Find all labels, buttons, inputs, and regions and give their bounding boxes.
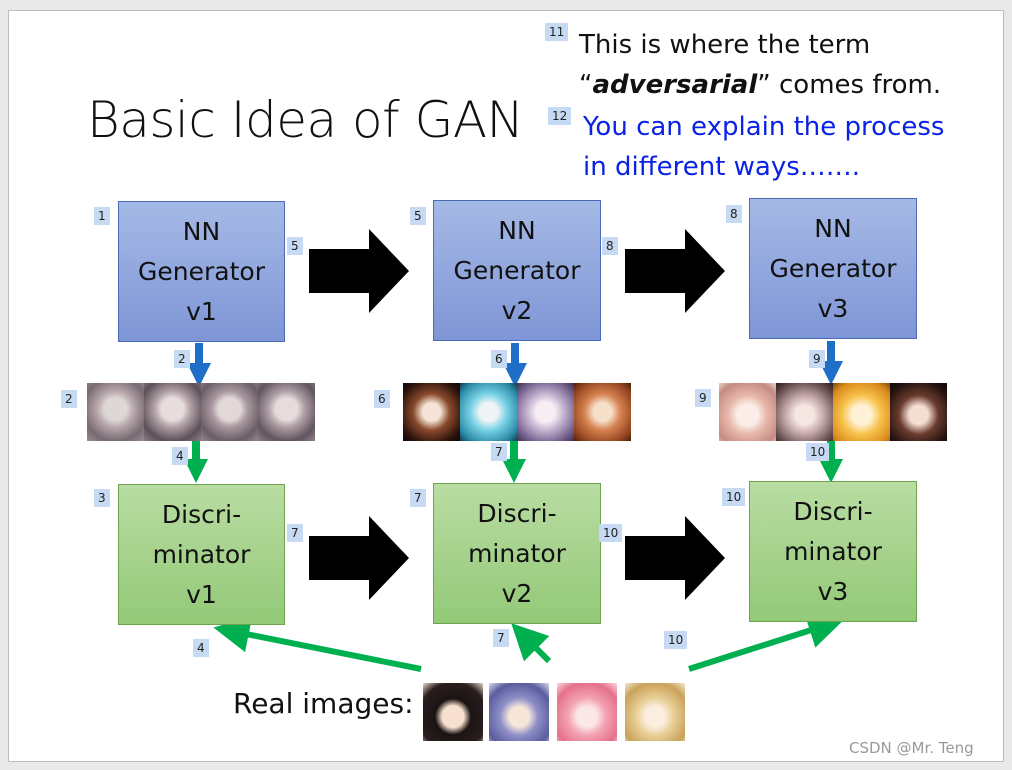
tag-7-d: 7 xyxy=(493,629,509,647)
generator-v2-line1: NN xyxy=(498,211,535,251)
generated-image xyxy=(517,383,574,441)
discriminator-v1: Discri- minator v1 xyxy=(118,484,285,625)
discriminator-v2: Discri- minator v2 xyxy=(433,483,601,624)
tag-7-c: 7 xyxy=(410,489,426,507)
real-image xyxy=(625,683,685,741)
discriminator-v2-line2: minator xyxy=(468,534,566,574)
tag-5-b: 5 xyxy=(410,207,426,225)
tag-1: 1 xyxy=(94,207,110,225)
real-image xyxy=(557,683,617,741)
generated-image xyxy=(574,383,631,441)
generated-image xyxy=(201,383,258,441)
tag-10: 10 xyxy=(806,443,829,461)
tag-10-d: 10 xyxy=(664,631,687,649)
generator-v1: NN Generator v1 xyxy=(118,201,285,342)
discriminator-v1-line2: minator xyxy=(153,535,251,575)
tag-3: 3 xyxy=(94,489,110,507)
tag-12: 12 xyxy=(548,107,571,125)
real-images-label: Real images: xyxy=(233,687,414,720)
generator-v2: NN Generator v2 xyxy=(433,200,601,341)
green-arrow-real-to-dis-1 xyxy=(231,631,421,669)
generator-v3-line2: Generator xyxy=(770,249,897,289)
tag-9: 9 xyxy=(809,350,825,368)
discriminator-v3-line1: Discri- xyxy=(793,492,872,532)
tag-8-b: 8 xyxy=(726,205,742,223)
discriminator-v3: Discri- minator v3 xyxy=(749,481,917,622)
generator-v2-line2: Generator xyxy=(454,251,581,291)
discriminator-v2-line1: Discri- xyxy=(477,494,556,534)
generated-image xyxy=(87,383,144,441)
generated-image xyxy=(890,383,947,441)
generated-image xyxy=(833,383,890,441)
tag-2-b: 2 xyxy=(61,390,77,408)
generator-v2-line3: v2 xyxy=(502,291,533,331)
black-arrow-dis-2-3 xyxy=(625,516,725,600)
tag-6: 6 xyxy=(491,350,507,368)
green-arrow-real-to-dis-3 xyxy=(689,625,827,669)
generator-v1-line2: Generator xyxy=(138,252,265,292)
discriminator-v2-line3: v2 xyxy=(502,574,533,614)
tag-10-c: 10 xyxy=(722,488,745,506)
real-image xyxy=(489,683,549,741)
tag-7-b: 7 xyxy=(287,524,303,542)
generated-images-v1 xyxy=(87,383,315,441)
generator-v3-line1: NN xyxy=(814,209,851,249)
generated-image xyxy=(258,383,315,441)
tag-11: 11 xyxy=(545,23,568,41)
slide: Basic Idea of GAN This is where the term… xyxy=(8,10,1004,762)
discriminator-v3-line3: v3 xyxy=(818,572,849,612)
tag-6-b: 6 xyxy=(374,390,390,408)
generated-images-v3 xyxy=(719,383,947,441)
real-image xyxy=(423,683,483,741)
generator-v3-line3: v3 xyxy=(818,289,849,329)
generated-images-v2 xyxy=(403,383,631,441)
generator-v1-line3: v1 xyxy=(186,292,217,332)
blue-arrow-1 xyxy=(187,343,211,387)
tag-2: 2 xyxy=(174,350,190,368)
tag-10-b: 10 xyxy=(599,524,622,542)
discriminator-v1-line1: Discri- xyxy=(162,495,241,535)
generated-image xyxy=(403,383,460,441)
generated-image xyxy=(144,383,201,441)
generator-v1-line1: NN xyxy=(183,212,220,252)
discriminator-v3-line2: minator xyxy=(784,532,882,572)
watermark: CSDN @Mr. Teng xyxy=(849,739,974,757)
discriminator-v1-line3: v1 xyxy=(186,575,217,615)
generated-image xyxy=(719,383,776,441)
generated-image xyxy=(776,383,833,441)
tag-8: 8 xyxy=(602,237,618,255)
tag-7: 7 xyxy=(491,443,507,461)
tag-4-b: 4 xyxy=(193,639,209,657)
tag-9-b: 9 xyxy=(695,389,711,407)
black-arrow-gen-1-2 xyxy=(309,229,409,313)
generator-v3: NN Generator v3 xyxy=(749,198,917,339)
green-arrow-real-to-dis-2 xyxy=(524,636,549,661)
tag-4: 4 xyxy=(172,447,188,465)
generated-image xyxy=(460,383,517,441)
black-arrow-dis-1-2 xyxy=(309,516,409,600)
black-arrow-gen-2-3 xyxy=(625,229,725,313)
tag-5: 5 xyxy=(287,237,303,255)
